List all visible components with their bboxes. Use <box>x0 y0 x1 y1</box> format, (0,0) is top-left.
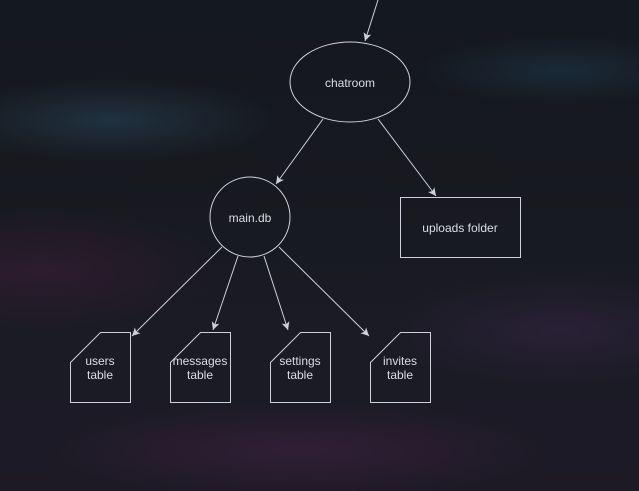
invites-table-label-line1: invites <box>383 354 417 368</box>
main-db-label: main.db <box>229 211 272 225</box>
node-users-table[interactable]: users table <box>70 332 131 403</box>
settings-table-label-line1: settings <box>279 354 320 368</box>
users-table-note <box>70 332 131 403</box>
node-invites-table[interactable]: invites table <box>370 332 431 403</box>
uploads-folder-label: uploads folder <box>422 221 497 235</box>
edge-offscreen-to-chatroom <box>363 0 379 42</box>
settings-table-label-line2: table <box>287 368 313 382</box>
main-db-circle <box>209 176 291 258</box>
edges <box>131 0 437 337</box>
node-chatroom[interactable]: chatroom <box>289 41 411 123</box>
node-uploads-folder[interactable]: uploads folder <box>400 197 521 258</box>
edge-main-db-to-users <box>131 246 223 337</box>
chatroom-ellipse <box>289 41 411 123</box>
uploads-folder-rect <box>400 197 521 258</box>
edge-chatroom-to-main-db <box>275 118 324 185</box>
node-settings-table[interactable]: settings table <box>270 332 331 403</box>
node-main-db[interactable]: main.db <box>209 176 291 258</box>
invites-table-note <box>370 332 431 403</box>
chatroom-label: chatroom <box>325 76 375 90</box>
settings-table-note <box>270 332 331 403</box>
invites-table-label-line2: table <box>387 368 413 382</box>
messages-table-label-line2: table <box>187 368 213 382</box>
users-table-label-line1: users <box>85 354 114 368</box>
edge-main-db-to-settings <box>263 255 290 331</box>
edge-chatroom-to-uploads <box>377 118 437 197</box>
users-table-label-line2: table <box>87 368 113 382</box>
edge-main-db-to-invites <box>278 246 370 337</box>
messages-table-note <box>170 332 231 403</box>
node-messages-table[interactable]: messages table <box>170 332 231 403</box>
edge-main-db-to-messages <box>211 255 239 331</box>
messages-table-label-line1: messages <box>173 354 228 368</box>
